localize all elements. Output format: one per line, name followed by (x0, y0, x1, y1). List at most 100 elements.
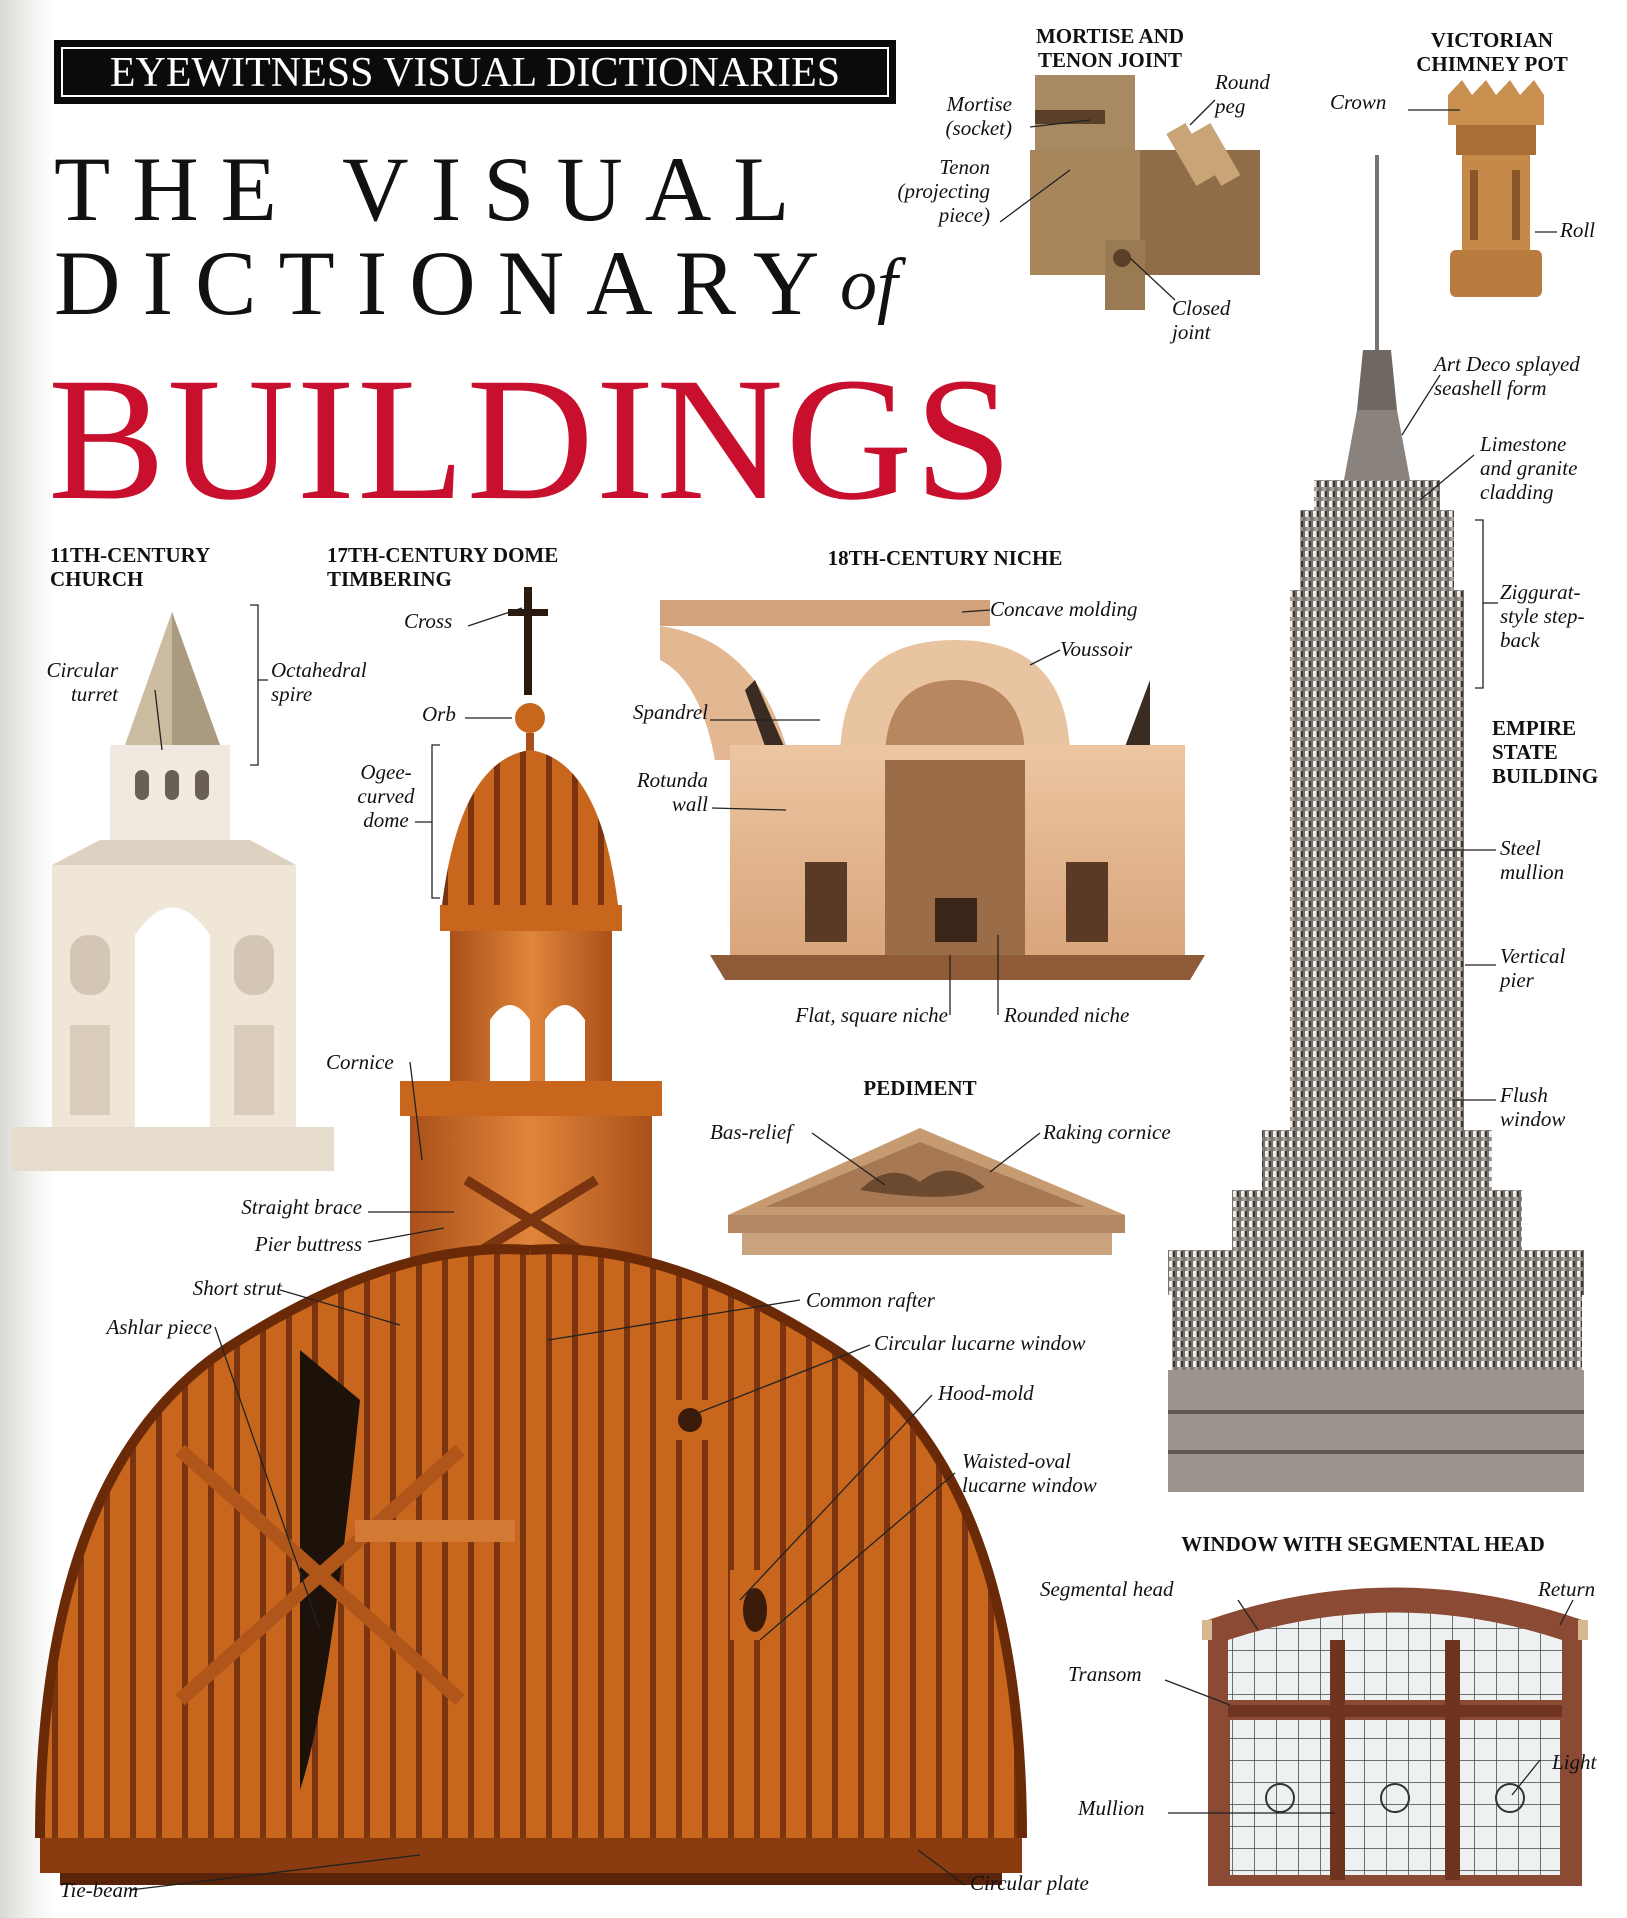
label-segmental-head: Segmental head (1040, 1577, 1174, 1601)
label-voussoir: Voussoir (1060, 637, 1133, 661)
label-tenon-line: (projecting (897, 179, 990, 203)
label-limestone: Limestone and granite cladding (1480, 432, 1577, 504)
label-limestone-line: cladding (1480, 480, 1554, 504)
label-circular-plate: Circular plate (970, 1871, 1089, 1895)
dome-heading: 17TH-CENTURY DOME TIMBERING (327, 543, 558, 591)
label-tenon-line: piece) (938, 203, 990, 227)
window-heading: WINDOW WITH SEGMENTAL HEAD (1181, 1532, 1545, 1556)
label-rounded-niche: Rounded niche (1004, 1003, 1130, 1027)
empire-heading-line-2: STATE (1492, 740, 1558, 764)
label-ogee: Ogee- curved dome (346, 760, 426, 832)
empire-state-illustration (1168, 155, 1584, 1492)
label-closed-joint: Closed joint (1172, 296, 1230, 344)
book-spine (0, 0, 56, 1918)
label-short-strut: Short strut (192, 1276, 282, 1300)
label-vertical-pier: Vertical pier (1500, 944, 1565, 992)
label-pier-buttress: Pier buttress (254, 1232, 362, 1256)
mortise-tenon-illustration (1030, 75, 1260, 310)
label-vertical-pier-line: pier (1500, 968, 1534, 992)
label-round-peg: Round peg (1215, 70, 1270, 118)
label-circular-lucarne: Circular lucarne window (874, 1331, 1086, 1355)
label-mortise-line: (socket) (945, 116, 1012, 140)
niche-illustration (660, 600, 1205, 980)
label-tenon: Tenon (projecting piece) (860, 155, 990, 227)
label-steel-mullion: Steel mullion (1500, 836, 1564, 884)
label-raking-cornice: Raking cornice (1043, 1120, 1171, 1144)
label-round-peg-line: Round (1215, 70, 1270, 94)
label-waisted-oval-line: Waisted-oval (962, 1449, 1071, 1473)
label-octahedral-spire-line: spire (271, 682, 313, 706)
label-flush-window: Flush window (1500, 1083, 1565, 1131)
label-vertical-pier-line: Vertical (1500, 944, 1566, 968)
label-art-deco: Art Deco splayed seashell form (1434, 352, 1580, 400)
mortise-heading-line-2: TENON JOINT (1037, 48, 1183, 72)
series-title: EYEWITNESS VISUAL DICTIONARIES (109, 50, 841, 96)
label-ogee-line: curved (357, 784, 415, 808)
label-mortise-line: Mortise (946, 92, 1012, 116)
church-illustration (12, 612, 334, 1171)
label-octahedral-spire: Octahedral spire (271, 658, 367, 706)
chimney-heading-line-1: VICTORIAN (1430, 28, 1554, 52)
label-limestone-line: Limestone (1480, 432, 1567, 456)
mortise-heading: MORTISE AND TENON JOINT (1020, 24, 1200, 72)
label-concave-molding: Concave molding (990, 597, 1138, 621)
label-bas-relief: Bas-relief (710, 1120, 793, 1144)
pediment-illustration (728, 1128, 1125, 1255)
empire-heading-line-3: BUILDING (1492, 764, 1599, 788)
label-limestone-line: and granite (1480, 456, 1578, 480)
label-rotunda-wall-line: wall (671, 792, 708, 816)
label-waisted-oval: Waisted-oval lucarne window (962, 1449, 1097, 1497)
label-circular-turret: Circular turret (20, 658, 118, 706)
title-line-1: THE VISUAL (54, 138, 812, 240)
label-waisted-oval-line: lucarne window (962, 1473, 1097, 1497)
label-ogee-line: dome (363, 808, 409, 832)
label-round-peg-line: peg (1215, 94, 1246, 118)
chimney-heading-line-2: CHIMNEY POT (1416, 52, 1568, 76)
label-crown: Crown (1330, 90, 1387, 114)
series-banner-border (61, 47, 889, 97)
church-heading: 11TH-CENTURY CHURCH (50, 543, 210, 591)
label-flush-window-line: Flush (1500, 1083, 1548, 1107)
label-ziggurat-line: back (1500, 628, 1540, 652)
label-flush-window-line: window (1500, 1107, 1566, 1131)
empire-heading: EMPIRE STATE BUILDING (1492, 716, 1598, 788)
label-roll: Roll (1560, 218, 1595, 242)
label-hood-mold: Hood-mold (938, 1381, 1034, 1405)
label-rotunda-wall-line: Rotunda (636, 768, 708, 792)
label-ogee-line: Ogee- (360, 760, 412, 784)
dome-heading-line-1: 17TH-CENTURY DOME (327, 543, 559, 567)
series-banner: EYEWITNESS VISUAL DICTIONARIES (54, 40, 896, 104)
label-transom: Transom (1068, 1662, 1142, 1686)
niche-heading: 18TH-CENTURY NICHE (827, 546, 1063, 570)
label-straight-brace: Straight brace (241, 1195, 362, 1219)
label-flat-square-niche: Flat, square niche (795, 1003, 948, 1027)
label-ziggurat-line: style step- (1500, 604, 1585, 628)
dome-heading-line-2: TIMBERING (327, 567, 452, 591)
mortise-heading-line-1: MORTISE AND (1035, 24, 1185, 48)
label-spandrel: Spandrel (632, 700, 708, 724)
label-art-deco-line: Art Deco splayed (1434, 352, 1580, 376)
label-common-rafter: Common rafter (806, 1288, 935, 1312)
label-ziggurat: Ziggurat- style step- back (1500, 580, 1585, 652)
label-cross: Cross (404, 609, 453, 633)
label-steel-mullion-line: mullion (1500, 860, 1565, 884)
label-orb: Orb (422, 702, 456, 726)
segmental-window-illustration (1202, 1587, 1588, 1886)
label-octahedral-spire-line: Octahedral (271, 658, 367, 682)
label-art-deco-line: seashell form (1434, 376, 1547, 400)
label-return: Return (1538, 1577, 1596, 1601)
label-mullion: Mullion (1078, 1796, 1145, 1820)
title-line-2: DICTIONARY (54, 232, 842, 334)
label-steel-mullion-line: Steel (1500, 836, 1541, 860)
chimney-heading: VICTORIAN CHIMNEY POT (1392, 28, 1592, 76)
pediment-heading: PEDIMENT (863, 1076, 977, 1100)
church-heading-line-1: 11TH-CENTURY (50, 543, 211, 567)
label-ziggurat-line: Ziggurat- (1500, 580, 1581, 604)
label-closed-joint-line: Closed (1172, 296, 1231, 320)
label-closed-joint-line: joint (1172, 320, 1211, 344)
church-heading-line-2: CHURCH (50, 567, 144, 591)
label-circular-turret-line: Circular (46, 658, 118, 682)
label-cornice: Cornice (326, 1050, 394, 1074)
label-rotunda-wall: Rotunda wall (590, 768, 708, 816)
